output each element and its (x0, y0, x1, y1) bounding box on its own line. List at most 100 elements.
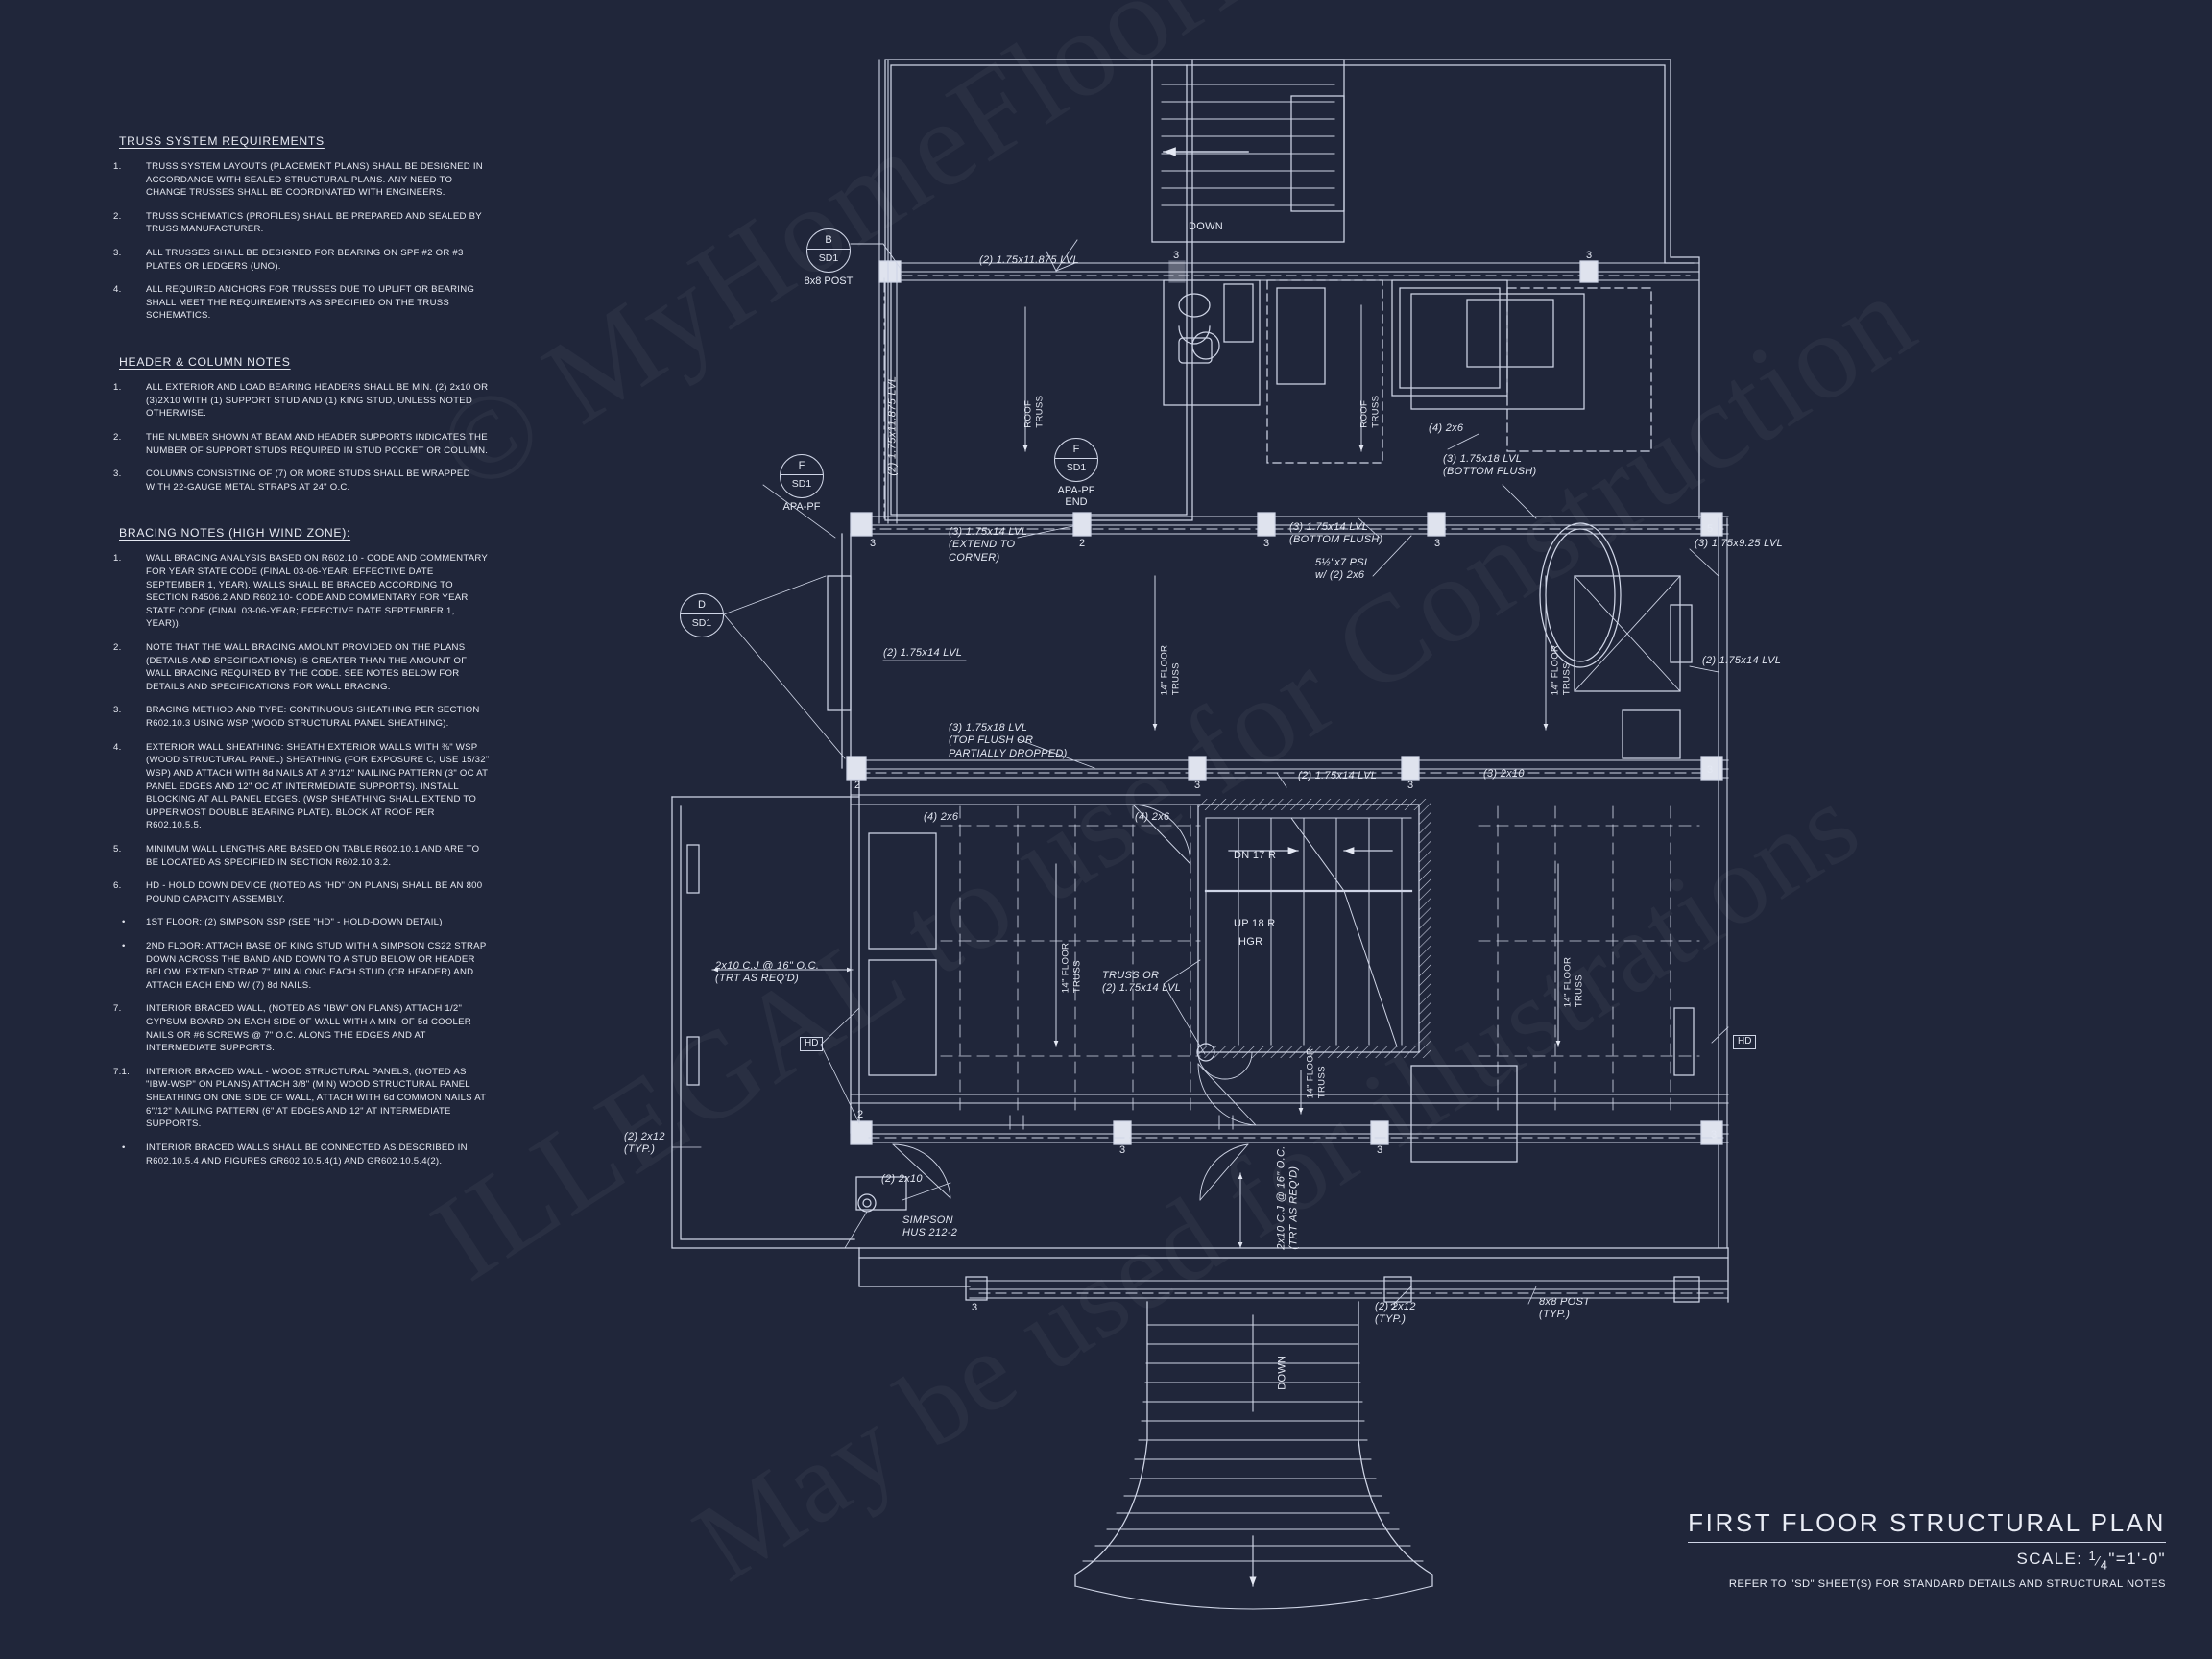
scale-denominator: 4 (2100, 1557, 2109, 1572)
stud-count: 3 (1377, 1144, 1383, 1156)
bubble-d[interactable]: D SD1 (680, 593, 724, 637)
scale-label: SCALE: 1⁄4"=1'-0" (1688, 1548, 2166, 1573)
stud-count: 3 (1586, 250, 1593, 261)
note-text: BRACING METHOD AND TYPE: CONTINUOUS SHEA… (146, 705, 480, 730)
note-text: ALL TRUSSES SHALL BE DESIGNED FOR BEARIN… (146, 248, 464, 272)
lvl-2-175x14-left: (2) 1.75x14 LVL (883, 647, 963, 659)
note-text: EXTERIOR WALL SHEATHING: SHEATH EXTERIOR… (146, 741, 490, 831)
lvl-3-175x14-bottom-flush: (3) 1.75x14 LVL (BOTTOM FLUSH) (1289, 521, 1383, 546)
note-item-bullet: • 1ST FLOOR: (2) SIMPSON SSP (SEE "HD" -… (113, 916, 493, 929)
stud-count: 2 (857, 1109, 864, 1120)
post-8x8-right: 8x8 POST (TYP.) (1539, 1296, 1591, 1321)
bubble-divider (1055, 458, 1097, 459)
floor-truss-lower-mid: 14" FLOOR TRUSS (1305, 1047, 1328, 1099)
bubble-caption: APA-PF (782, 501, 821, 513)
stud-count: 3 (972, 1302, 978, 1313)
stud-count: 3 (1407, 780, 1414, 791)
note-bullet: • (122, 917, 126, 928)
note-number: 7.1. (113, 1066, 131, 1077)
note-number: 4. (113, 284, 122, 296)
lvl-4-2x6-upper-right: (4) 2x6 (1429, 422, 1464, 434)
bubble-caption: APA-PF END (1057, 485, 1095, 508)
note-text: INTERIOR BRACED WALL, (NOTED AS "IBW" ON… (146, 1003, 471, 1054)
stud-count: 3 (1194, 780, 1201, 791)
stair-up-18r: UP 18 R (1234, 918, 1276, 929)
note-number: 1. (113, 382, 122, 394)
note-item: 3. BRACING METHOD AND TYPE: CONTINUOUS S… (113, 704, 493, 730)
bubble-divider (807, 249, 850, 250)
note-item: 3. ALL TRUSSES SHALL BE DESIGNED FOR BEA… (113, 247, 493, 273)
beam-4-2x6-left: (4) 2x6 (924, 811, 959, 823)
bubble-divider (681, 613, 723, 614)
lvl-2-175x14-right: (2) 1.75x14 LVL (1702, 655, 1782, 666)
note-number: 3. (113, 469, 122, 480)
notes-column: TRUSS SYSTEM REQUIREMENTS 1. TRUSS SYSTE… (113, 134, 493, 1200)
floor-truss-lower-left: 14" FLOOR TRUSS (1060, 942, 1083, 994)
note-item: 7. INTERIOR BRACED WALL, (NOTED AS "IBW"… (113, 1002, 493, 1054)
note-text: WALL BRACING ANALYSIS BASED ON R602.10 -… (146, 553, 488, 630)
page-title: FIRST FLOOR STRUCTURAL PLAN (1688, 1508, 2166, 1543)
stud-count: 5 (1707, 523, 1714, 535)
bubble-letter: D (698, 599, 706, 611)
lvl-2-175x14-mid: (2) 1.75x14 LVL (1298, 770, 1378, 781)
bubble-letter: F (798, 460, 805, 471)
note-item: 4. EXTERIOR WALL SHEATHING: SHEATH EXTER… (113, 741, 493, 832)
note-number: 6. (113, 880, 122, 892)
psl-55x7: 5½"x7 PSL w/ (2) 2x6 (1315, 557, 1371, 582)
note-block-bracing: BRACING NOTES (HIGH WIND ZONE): 1. WALL … (113, 526, 493, 1167)
note-item: 1. TRUSS SYSTEM LAYOUTS (PLACEMENT PLANS… (113, 160, 493, 200)
stud-count: 3 (1711, 1129, 1718, 1141)
truss-notes-title: TRUSS SYSTEM REQUIREMENTS (119, 134, 325, 148)
bubble-sheet: SD1 (818, 252, 839, 264)
bubble-caption: 8x8 POST (804, 276, 854, 287)
lvl-3-175x925: (3) 1.75x9.25 LVL (1695, 538, 1783, 549)
note-text: 1ST FLOOR: (2) SIMPSON SSP (SEE "HD" - H… (146, 917, 443, 928)
sheet-reference-note: REFER TO "SD" SHEET(S) FOR STANDARD DETA… (1728, 1578, 2166, 1590)
hd-right: HD (1733, 1035, 1757, 1049)
bubble-sheet: SD1 (691, 617, 712, 629)
note-item: 1. WALL BRACING ANALYSIS BASED ON R602.1… (113, 552, 493, 631)
roof-truss-left: ROOF TRUSS (1022, 395, 1046, 428)
note-item: 2. TRUSS SCHEMATICS (PROFILES) SHALL BE … (113, 210, 493, 236)
note-number: 1. (113, 161, 122, 172)
stud-count: 3 (870, 538, 877, 549)
stud-count: 3 (1263, 538, 1270, 549)
note-number: 2. (113, 431, 122, 443)
beam-2-2x12-left: (2) 2x12 (TYP.) (624, 1131, 665, 1156)
stud-count: 3 (1707, 764, 1714, 776)
stair-down-bottom: DOWN (1276, 1355, 1288, 1390)
note-number: 2. (113, 642, 122, 654)
note-text: INTERIOR BRACED WALL - WOOD STRUCTURAL P… (146, 1066, 487, 1130)
scale-fraction: 1⁄4 (2088, 1548, 2109, 1572)
note-block-truss: TRUSS SYSTEM REQUIREMENTS 1. TRUSS SYSTE… (113, 134, 493, 323)
hd-left: HD (800, 1037, 824, 1051)
stair-dn-17r: DN 17 R (1234, 850, 1277, 861)
lvl-3-175x18-bottom-flush: (3) 1.75x18 LVL (BOTTOM FLUSH) (1443, 453, 1537, 478)
note-text: ALL EXTERIOR AND LOAD BEARING HEADERS SH… (146, 382, 489, 420)
note-text: 2ND FLOOR: ATTACH BASE OF KING STUD WITH… (146, 940, 487, 991)
note-item: 2. NOTE THAT THE WALL BRACING AMOUNT PRO… (113, 641, 493, 693)
lvl-3-175x14-extend: (3) 1.75x14 LVL (EXTEND TO CORNER) (949, 526, 1028, 564)
roof-truss-mid: ROOF TRUSS (1358, 395, 1382, 428)
floor-truss-left: 14" FLOOR TRUSS (1159, 644, 1182, 696)
note-number: 5. (113, 843, 122, 854)
note-number: 4. (113, 741, 122, 753)
note-text: HD - HOLD DOWN DEVICE (NOTED AS "HD" ON … (146, 880, 483, 904)
stud-count: 2 (1079, 538, 1086, 549)
bubble-sheet: SD1 (1066, 462, 1087, 473)
stud-count: 2 (854, 780, 861, 791)
lvl-top-2-175x11875: (2) 1.75x11.875 LVL (979, 254, 1079, 266)
note-item: 3. COLUMNS CONSISTING OF (7) OR MORE STU… (113, 468, 493, 493)
hgr-label: HGR (1238, 936, 1263, 948)
note-text: TRUSS SYSTEM LAYOUTS (PLACEMENT PLANS) S… (146, 161, 483, 199)
note-text: INTERIOR BRACED WALLS SHALL BE CONNECTED… (146, 1142, 468, 1166)
note-item: 5. MINIMUM WALL LENGTHS ARE BASED ON TAB… (113, 843, 493, 869)
detail-bubble: D SD1 (680, 593, 724, 637)
